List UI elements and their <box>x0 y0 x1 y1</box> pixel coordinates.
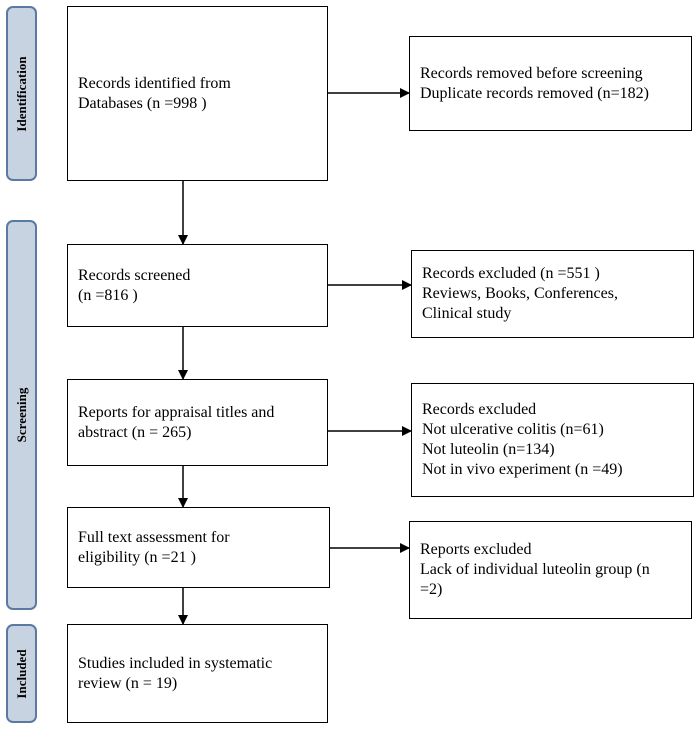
reports-appraisal-box: Reports for appraisal titles and abstrac… <box>67 379 328 466</box>
reports-excluded-box: Reports excluded Lack of individual lute… <box>409 521 692 619</box>
records-excluded-2-line-2: Not ulcerative colitis (n=61) <box>422 421 604 438</box>
records-excluded-1-line-3: Clinical study <box>422 305 512 322</box>
phase-included: Included <box>6 624 37 723</box>
phase-screening: Screening <box>6 220 37 610</box>
records-removed-line-2: Duplicate records removed (n=182) <box>420 84 649 102</box>
records-screened-line-2: (n =816 ) <box>78 286 138 304</box>
studies-included-line-2: review (n = 19) <box>78 674 178 692</box>
records-screened-box: Records screened (n =816 ) <box>67 244 328 327</box>
records-removed-line-1: Records removed before screening <box>420 64 643 82</box>
reports-appraisal-line-1: Reports for appraisal titles and <box>78 403 275 421</box>
studies-included-box: Studies included in systematic review (n… <box>67 624 328 723</box>
records-excluded-2-box: Records excluded Not ulcerative colitis … <box>411 383 694 497</box>
fulltext-assessment-box: Full text assessment for eligibility (n … <box>67 507 330 588</box>
records-excluded-2-line-1: Records excluded <box>422 401 537 418</box>
reports-excluded-line-3: =2) <box>420 581 443 598</box>
records-excluded-2-line-4: Not in vivo experiment (n =49) <box>422 461 623 478</box>
reports-excluded-line-1: Reports excluded <box>420 541 532 558</box>
records-screened-line-1: Records screened <box>78 266 191 284</box>
fulltext-assessment-line-2: eligibility (n =21 ) <box>78 548 196 566</box>
records-excluded-1-line-2: Reviews, Books, Conferences, <box>422 285 618 302</box>
records-excluded-1-line-1: Records excluded (n =551 ) <box>422 265 600 282</box>
reports-excluded-line-2: Lack of individual luteolin group (n <box>420 561 650 578</box>
phase-identification: Identification <box>6 6 37 181</box>
records-removed-box: Records removed before screening Duplica… <box>409 36 692 131</box>
records-identified-box: Records identified from Databases (n =99… <box>67 6 328 181</box>
records-excluded-1-box: Records excluded (n =551 ) Reviews, Book… <box>411 250 694 338</box>
studies-included-line-1: Studies included in systematic <box>78 654 273 672</box>
records-excluded-2-line-3: Not luteolin (n=134) <box>422 441 555 458</box>
records-identified-line-2: Databases (n =998 ) <box>78 94 207 112</box>
records-identified-line-1: Records identified from <box>78 74 231 92</box>
reports-appraisal-line-2: abstract (n = 265) <box>78 423 192 441</box>
fulltext-assessment-line-1: Full text assessment for <box>78 528 230 546</box>
